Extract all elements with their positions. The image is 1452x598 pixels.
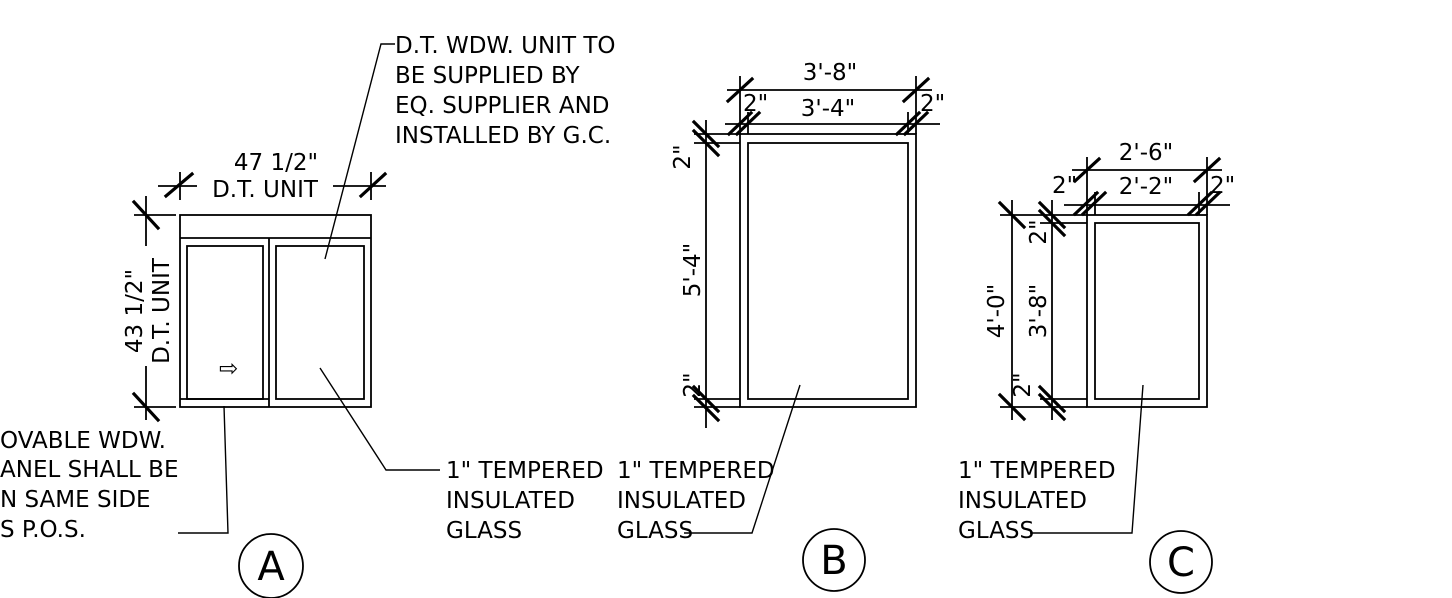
slide-arrow-icon: ⇨	[219, 356, 238, 382]
detail-tag-a: A	[238, 533, 304, 598]
movable-note-line: N SAME SIDE	[0, 487, 151, 513]
movable-note-line: S P.O.S.	[0, 517, 86, 543]
glass-note-line: INSULATED	[446, 488, 575, 514]
unit-c-right-margin: 2"	[1210, 173, 1235, 199]
unit-b-inner-width: 3'-4"	[801, 96, 855, 122]
unit-c-bottom-margin: 2"	[1010, 372, 1036, 397]
unit-b-overall-width: 3'-8"	[803, 60, 857, 86]
unit-c-overall-height-dimension: 4'-0"	[984, 200, 1087, 422]
glass-note-line: GLASS	[446, 518, 522, 544]
movable-note-line: ANEL SHALL BE	[0, 457, 178, 483]
supplier-note-line: D.T. WDW. UNIT TO	[395, 33, 615, 59]
unit-c-top-margin: 2"	[1026, 219, 1052, 244]
unit-c-inner-height-dimensions: 2" 3'-8" 2"	[1010, 200, 1087, 422]
unit-b-height-dimensions: 2" 5'-4" 2"	[670, 119, 740, 428]
tag-a-label: A	[257, 544, 285, 590]
glass-note-line: GLASS	[958, 518, 1034, 544]
unit-c-frame	[1086, 214, 1208, 408]
glass-note-line: 1" TEMPERED	[446, 458, 604, 484]
unit-a-height-dimension: 43 1/2" D.T. UNIT	[122, 196, 176, 423]
unit-c-inner-width: 2'-2"	[1119, 174, 1173, 200]
detail-tag-b: B	[802, 528, 866, 592]
glass-note-line: 1" TEMPERED	[617, 458, 775, 484]
unit-c-overall-height: 4'-0"	[984, 284, 1010, 338]
detail-a: ⇨ 47 1/2" D.T. UNIT 43 1/2" D.T. UNIT D.…	[0, 33, 615, 598]
unit-c-overall-width: 2'-6"	[1119, 140, 1173, 166]
unit-c-inner-height: 3'-8"	[1026, 284, 1052, 338]
supplier-note-line: BE SUPPLIED BY	[395, 63, 580, 89]
unit-a-height-value: 43 1/2"	[122, 269, 148, 353]
unit-a-width-dimension: 47 1/2" D.T. UNIT	[158, 150, 388, 203]
glass-note-line: 1" TEMPERED	[958, 458, 1116, 484]
fixed-panel	[275, 245, 365, 400]
glass-note-line: INSULATED	[958, 488, 1087, 514]
detail-c: 2'-6" 2'-2" 2" 2" 4'-0"	[958, 140, 1235, 594]
unit-b-frame	[739, 133, 917, 408]
detail-tag-c: C	[1149, 530, 1213, 594]
supplier-note-line: EQ. SUPPLIER AND	[395, 93, 610, 119]
unit-b-bottom-margin: 2"	[680, 372, 706, 397]
unit-b-left-margin: 2"	[743, 91, 768, 117]
unit-b-width-dimensions: 3'-8" 3'-4" 2" 2"	[725, 60, 945, 137]
unit-b-right-margin: 2"	[920, 91, 945, 117]
glass-note-line: INSULATED	[617, 488, 746, 514]
unit-a-width-value: 47 1/2"	[234, 150, 318, 176]
detail-b: 3'-8" 3'-4" 2" 2" 2" 5'-4" 2"	[617, 60, 945, 592]
tag-c-label: C	[1167, 540, 1195, 586]
unit-b-top-margin: 2"	[670, 144, 696, 169]
unit-c-width-dimensions: 2'-6" 2'-2" 2" 2"	[1052, 140, 1235, 217]
supplier-note: D.T. WDW. UNIT TO BE SUPPLIED BY EQ. SUP…	[324, 33, 615, 260]
unit-a-glass-note: 1" TEMPERED INSULATED GLASS	[319, 367, 604, 544]
movable-note-line: OVABLE WDW.	[0, 428, 166, 454]
unit-c-left-margin: 2"	[1052, 173, 1077, 199]
unit-b-glass-note: 1" TEMPERED INSULATED GLASS	[617, 384, 801, 544]
tag-b-label: B	[820, 538, 847, 584]
unit-a-frame: ⇨	[179, 214, 372, 408]
supplier-note-line: INSTALLED BY G.C.	[395, 123, 611, 149]
glass-note-line: GLASS	[617, 518, 693, 544]
movable-panel-note: OVABLE WDW. ANEL SHALL BE N SAME SIDE S …	[0, 405, 229, 543]
unit-b-inner-height: 5'-4"	[680, 243, 706, 297]
unit-a-height-label: D.T. UNIT	[149, 257, 175, 364]
unit-a-width-label: D.T. UNIT	[212, 177, 319, 203]
unit-c-glass-note: 1" TEMPERED INSULATED GLASS	[958, 384, 1144, 544]
